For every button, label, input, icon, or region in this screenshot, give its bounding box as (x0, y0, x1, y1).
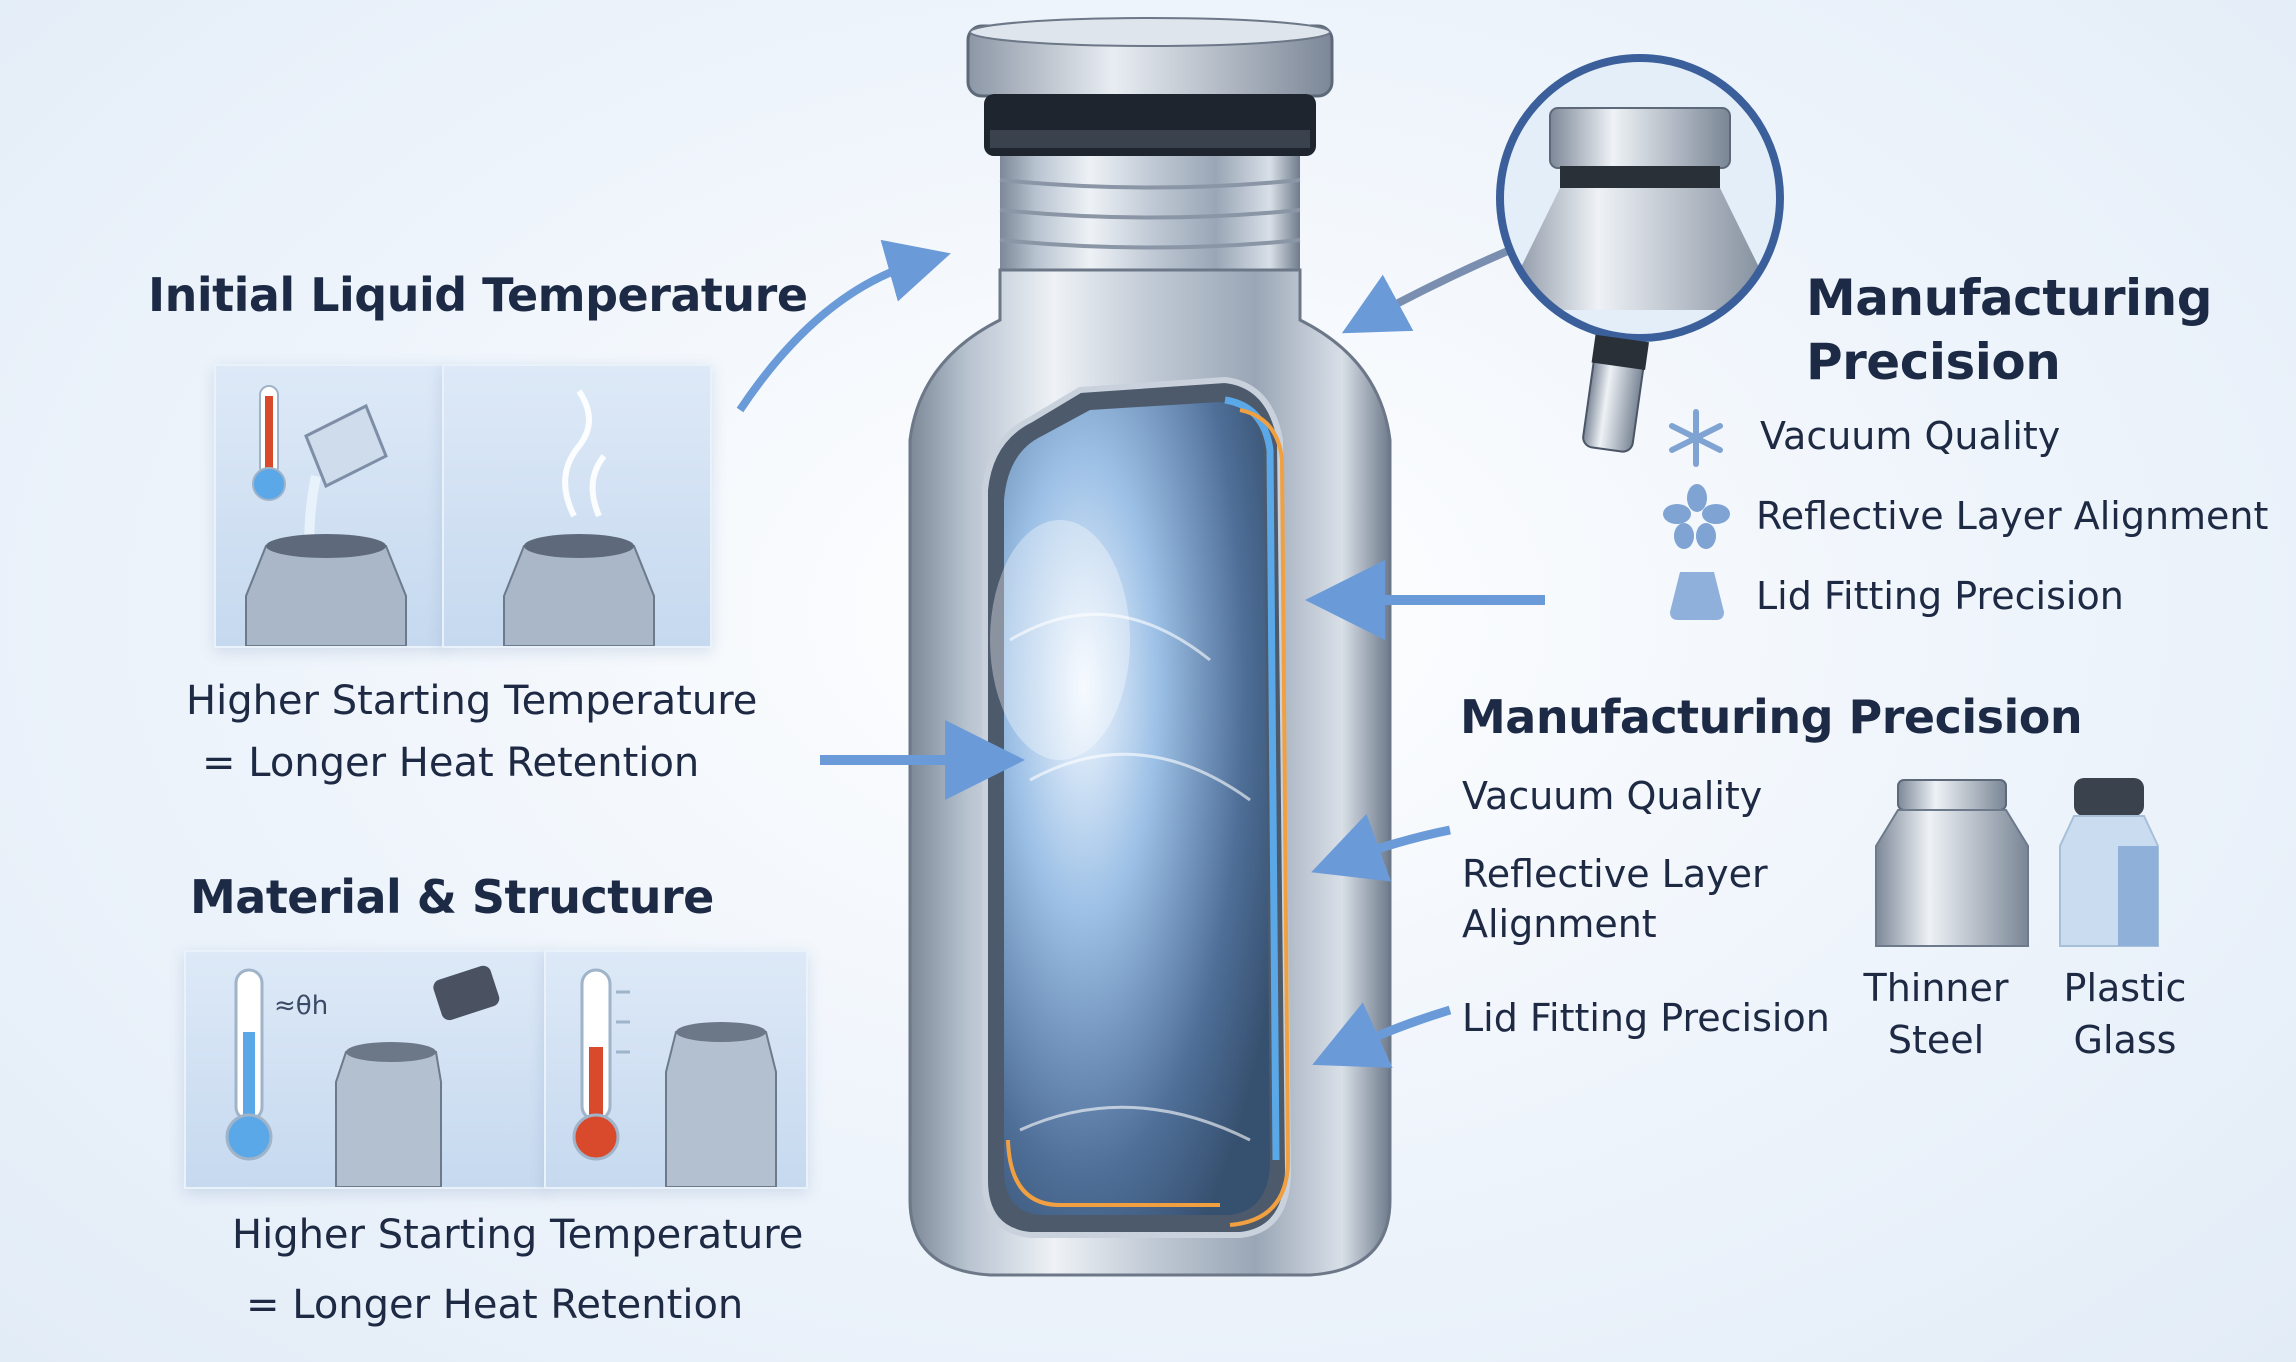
comparison-thinner-steel: Thinner Steel (1862, 962, 2010, 1066)
thermometer-label: ≈θh (274, 991, 328, 1021)
comparison-line2: Glass (2073, 1018, 2177, 1062)
steaming-bottle-panel (442, 364, 712, 648)
title-line1: Manufacturing (1806, 269, 2213, 327)
section2-caption-line1: Higher Starting Temperature (232, 1212, 804, 1258)
reflective-layer-orange (1229, 408, 1291, 1227)
reflective-layer-label: Reflective Layer (1462, 852, 1768, 896)
steam-icon (562, 389, 607, 518)
list-item: Reflective Layer Alignment (1663, 484, 2284, 550)
initial-liquid-temperature-title: Initial Liquid Temperature (148, 268, 808, 322)
list-item: Lid Fitting Precision (1664, 570, 2264, 630)
comparison-line2: Steel (1887, 1018, 1985, 1062)
cold-thermometer-panel: ≈θh (184, 950, 548, 1189)
item-label: Vacuum Quality (1760, 414, 2061, 458)
snowflake-icon (1669, 409, 1723, 467)
arrow-curve-top-right (1341, 246, 1512, 334)
alignment-label: Alignment (1462, 902, 1657, 946)
item-label: Reflective Layer Alignment (1756, 494, 2269, 538)
pour-hot-liquid-panel (214, 364, 446, 648)
arrow-right-middle (1311, 813, 1451, 882)
lid-icon (1670, 572, 1724, 620)
floating-lid-icon (433, 965, 500, 1021)
material-structure-title: Material & Structure (190, 870, 714, 924)
plastic-glass-bottle (2059, 778, 2159, 947)
item-label: Lid Fitting Precision (1756, 574, 2124, 618)
manufacturing-precision-title: Manufacturing Precision (1806, 266, 2213, 394)
manufacturing-precision-subtitle: Manufacturing Precision (1460, 690, 2083, 744)
comparison-line1: Plastic (2063, 966, 2187, 1010)
comparison-line1: Thinner (1863, 966, 2009, 1010)
section2-caption-line2: = Longer Heat Retention (246, 1282, 744, 1328)
thermometer-warm-icon (572, 968, 630, 1161)
title-line2: Precision (1806, 333, 2061, 391)
thinner-steel-bottle (1875, 779, 2029, 947)
vacuum-interior (1004, 402, 1270, 1215)
arrow-curve-top-left (736, 239, 951, 413)
thermometer-cold-icon (225, 968, 273, 1161)
section1-caption-line1: Higher Starting Temperature (186, 678, 758, 724)
magnifier-lid-closeup (1496, 54, 1784, 453)
thermometer-hot-icon (252, 385, 286, 501)
thermos-bottle-cutaway (908, 17, 1392, 1277)
lid-fitting-precision-label: Lid Fitting Precision (1462, 996, 1830, 1040)
vacuum-quality-label: Vacuum Quality (1462, 774, 1763, 818)
list-item: Vacuum Quality (1664, 409, 2264, 470)
section1-caption-line2: = Longer Heat Retention (202, 740, 700, 786)
hot-thermometer-panel (544, 950, 808, 1189)
comparison-plastic-glass: Plastic Glass (2050, 962, 2200, 1066)
flower-icon (1663, 484, 1730, 549)
arrow-right-lower (1312, 1002, 1452, 1068)
